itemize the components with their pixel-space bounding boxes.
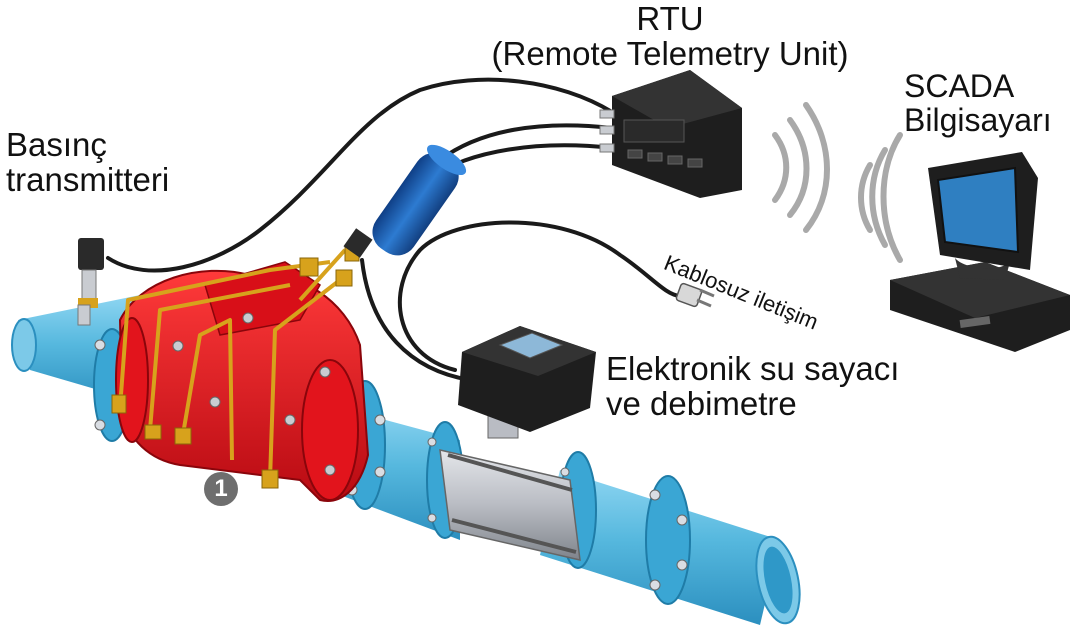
meter-label-line1: Elektronik su sayacı [606,350,900,387]
cable-transmitter-to-rtu [106,77,614,273]
pressure-label-line1: Basınç [6,126,107,163]
pressure-transmitter-label: Basınç transmitteri [6,126,170,198]
rtu-label-line1: RTU [636,0,704,37]
valve-number-badge: 1 [204,472,238,506]
water-meter-label: Elektronik su sayacı ve debimetre [606,350,900,422]
scada-computer-label: SCADA Bilgisayarı [904,68,1052,138]
pressure-label-line2: transmitteri [6,160,170,198]
power-plug-icon [675,282,715,308]
cable-meter-to-rtu [360,258,472,382]
scada-computer-icon [890,152,1070,352]
scada-label-line2: Bilgisayarı [904,101,1052,138]
rtu-label: RTU (Remote Telemetry Unit) [470,0,870,72]
cable-solenoid-to-rtu [438,123,614,162]
rtu-device-icon [599,70,742,198]
solenoid-icon [343,144,467,258]
meter-label-line2: ve debimetre [606,384,797,422]
cable-power [397,220,682,372]
pressure-transmitter-icon [77,238,104,326]
scada-label-line1: SCADA [904,68,1015,104]
water-meter-icon [439,326,596,561]
wireless-signal-icon [772,102,903,263]
rtu-label-line2: (Remote Telemetry Unit) [491,34,849,72]
